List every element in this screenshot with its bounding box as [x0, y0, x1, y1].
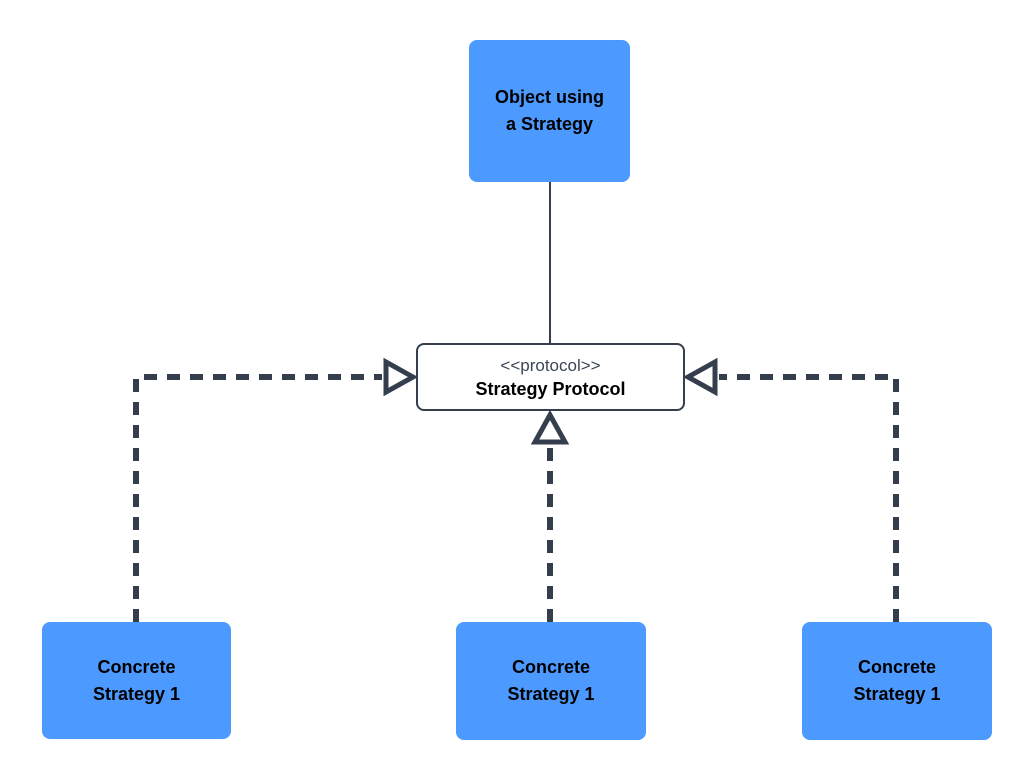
node-concrete-strategy-left: Concrete Strategy 1 — [42, 622, 231, 739]
node-object-using-strategy: Object using a Strategy — [469, 40, 630, 182]
protocol-stereotype: <<protocol>> — [500, 355, 601, 375]
hollow-triangle-arrowhead-right — [682, 357, 718, 397]
node-concrete-strategy-right: Concrete Strategy 1 — [802, 622, 992, 740]
node-label: Concrete Strategy 1 — [92, 656, 181, 704]
node-label: Concrete Strategy 1 — [853, 657, 941, 704]
connector-concrete-left-to-protocol — [133, 374, 382, 622]
node-strategy-protocol: <<protocol>> Strategy Protocol — [416, 343, 685, 411]
hollow-triangle-arrowhead-left — [383, 357, 419, 397]
protocol-name: Strategy Protocol — [475, 378, 626, 399]
hollow-triangle-arrowhead-bottom — [530, 409, 570, 445]
node-label: Object using a Strategy — [494, 87, 604, 134]
connector-concrete-right-to-protocol — [719, 374, 899, 622]
node-label: Concrete Strategy 1 — [507, 657, 595, 704]
node-concrete-strategy-middle: Concrete Strategy 1 — [456, 622, 646, 740]
